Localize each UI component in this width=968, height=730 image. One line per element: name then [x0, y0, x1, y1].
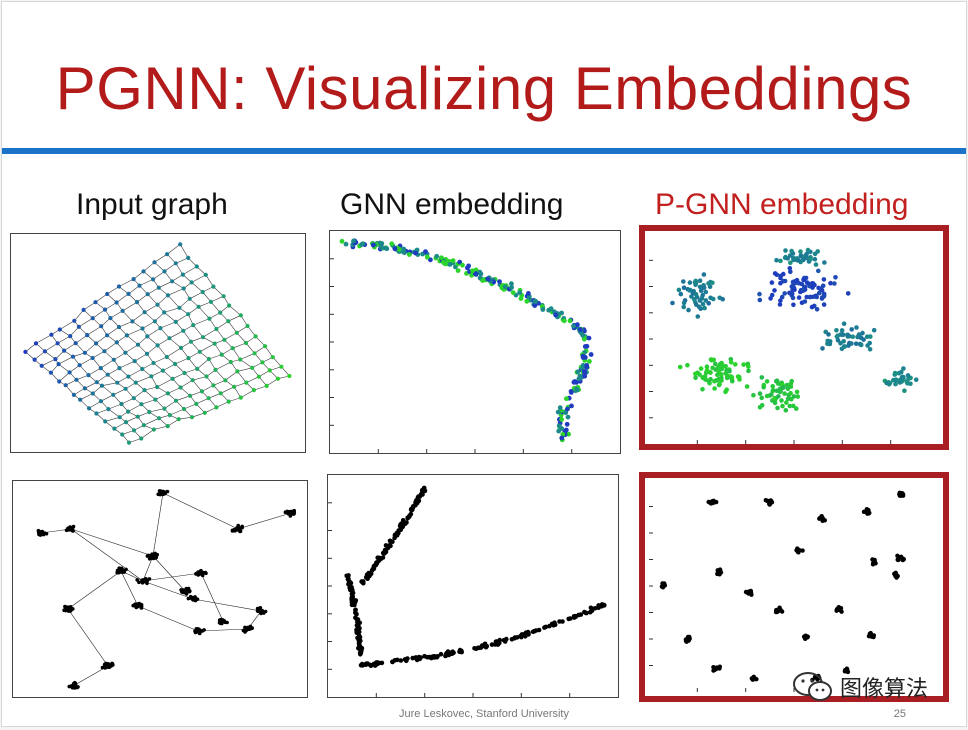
watermark: 图像算法	[792, 670, 928, 704]
page-number: 25	[893, 708, 906, 720]
panel-pgnn-embedding-communities	[649, 480, 939, 692]
column-header-gnn-embedding: GNN embedding	[340, 188, 564, 221]
wechat-logo-icon	[793, 672, 832, 701]
column-header-input-graph: Input graph	[76, 188, 228, 221]
watermark-text: 图像算法	[840, 677, 929, 702]
panel-pgnn-embedding-grid	[649, 234, 939, 444]
panel-gnn-embedding-communities	[327, 474, 619, 698]
gnn-embedding-grid-plot	[330, 238, 594, 453]
column-header-pgnn-embedding: P-GNN embedding	[655, 188, 909, 221]
title-rule	[2, 148, 966, 154]
input-graph-grid-plot	[23, 242, 292, 445]
panel-input-graph-communities	[12, 480, 308, 698]
panel-gnn-embedding-grid	[329, 230, 621, 454]
input-graph-communities-plot	[36, 489, 297, 690]
panel-input-graph-grid	[10, 233, 306, 453]
gnn-embedding-communities-plot	[328, 485, 607, 697]
highlight-box-bottom	[639, 472, 949, 702]
slide-title: PGNN: Visualizing Embeddings	[55, 55, 913, 122]
highlight-box-top	[639, 225, 949, 450]
slide-footer: Jure Leskovec, Stanford University	[399, 708, 569, 720]
pgnn-embedding-grid-plot	[649, 247, 919, 444]
